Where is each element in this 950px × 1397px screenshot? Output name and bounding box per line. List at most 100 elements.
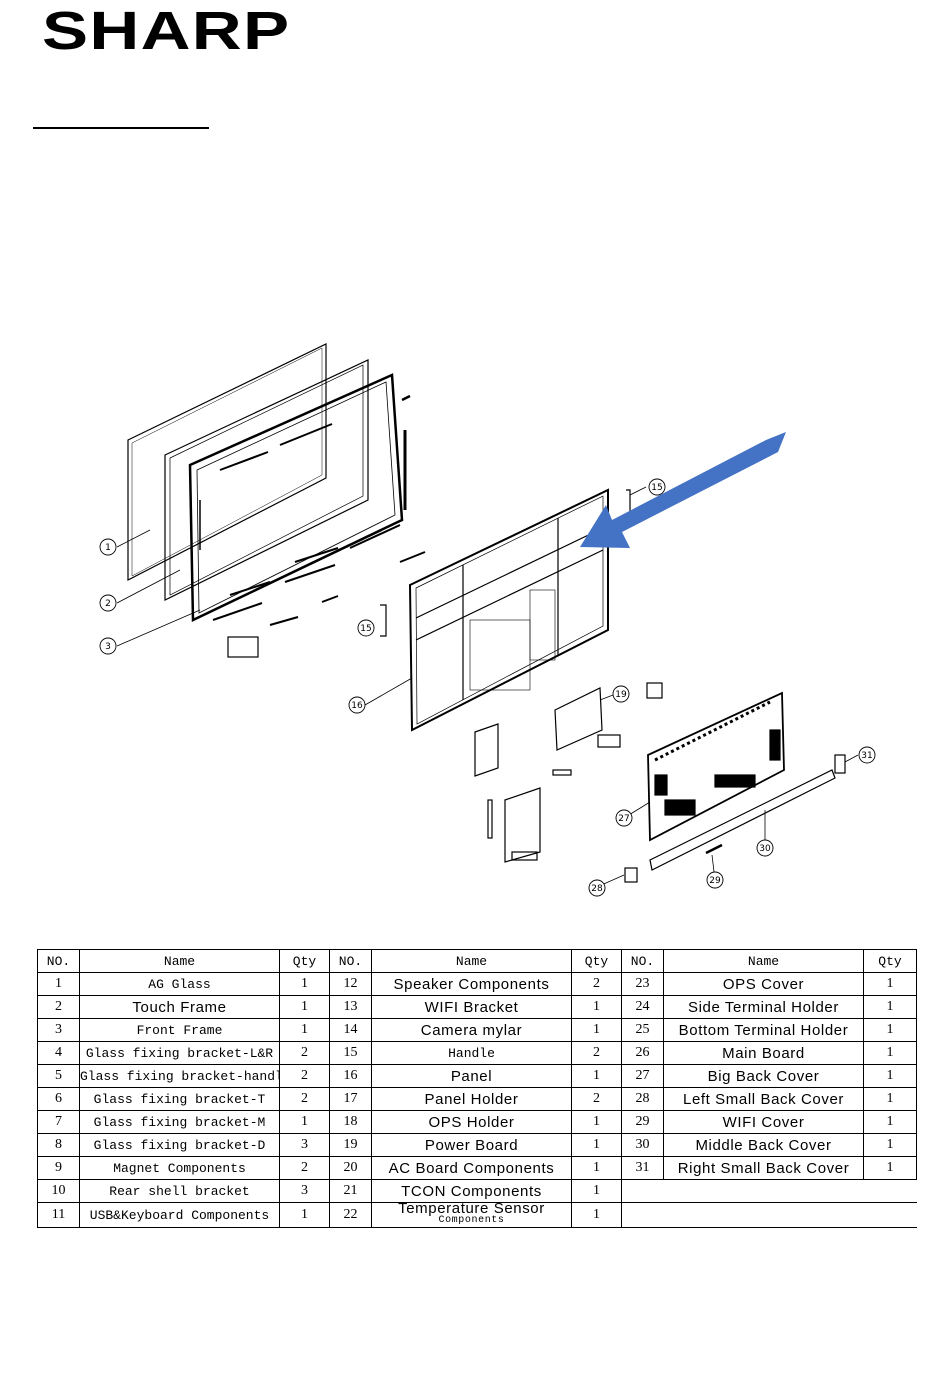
part-number: 2	[37, 995, 80, 1019]
part-name: Left Small Back Cover	[663, 1087, 864, 1111]
part-number: 10	[37, 1179, 80, 1203]
part-number: 13	[329, 995, 372, 1019]
callout-30	[756, 839, 774, 857]
svg-text:16: 16	[351, 701, 363, 711]
part-number: 26	[621, 1041, 664, 1065]
part-name: Bottom Terminal Holder	[663, 1018, 864, 1042]
part-name: Speaker Components	[371, 972, 572, 996]
part-name: Rear shell bracket	[79, 1179, 280, 1203]
part-name: AC Board Components	[371, 1156, 572, 1180]
part-name: Touch Frame	[79, 995, 280, 1019]
callout-1	[99, 538, 117, 556]
part-number: 28	[621, 1087, 664, 1111]
big-back-cover-outline	[647, 691, 785, 842]
part-number: 14	[329, 1018, 372, 1042]
part-number: 24	[621, 995, 664, 1019]
part-qty: 1	[863, 1041, 917, 1065]
part-qty: 1	[863, 972, 917, 996]
part-number: 23	[621, 972, 664, 996]
header-no: NO.	[37, 949, 80, 973]
part-qty: 1	[279, 972, 330, 996]
part-qty: 1	[571, 995, 622, 1019]
part-name-line1: Temperature Sensor	[398, 1202, 545, 1217]
part-number: 29	[621, 1110, 664, 1134]
part-qty: 1	[863, 1156, 917, 1180]
callout-3	[99, 637, 117, 655]
exploded-view-diagram: 1 2 3 15 15 16 19 27 31 30 28 29	[0, 300, 950, 920]
part-name: OPS Cover	[663, 972, 864, 996]
header-qty: Qty	[571, 949, 622, 973]
svg-text:15: 15	[651, 483, 662, 493]
header-qty: Qty	[863, 949, 917, 973]
part-number: 27	[621, 1064, 664, 1088]
part-number: 17	[329, 1087, 372, 1111]
part-name: Power Board	[371, 1133, 572, 1157]
part-qty: 2	[571, 972, 622, 996]
part-number: 20	[329, 1156, 372, 1180]
part-number: 1	[37, 972, 80, 996]
part-number: 21	[329, 1179, 372, 1203]
part-name: Glass fixing bracket-M	[79, 1110, 280, 1134]
svg-text:31: 31	[861, 751, 872, 761]
part-name: Main Board	[663, 1041, 864, 1065]
svg-text:3: 3	[105, 642, 111, 652]
panel-outline	[408, 488, 609, 732]
empty-cell	[621, 1202, 917, 1228]
part-qty: 1	[571, 1156, 622, 1180]
part-name: Side Terminal Holder	[663, 995, 864, 1019]
svg-text:1: 1	[105, 543, 111, 553]
part-number: 12	[329, 972, 372, 996]
part-name: Camera mylar	[371, 1018, 572, 1042]
part-name: TCON Components	[371, 1179, 572, 1203]
part-name: Front Frame	[79, 1018, 280, 1042]
part-name: Glass fixing bracket-D	[79, 1133, 280, 1157]
callout-27	[615, 809, 633, 827]
part-number: 19	[329, 1133, 372, 1157]
callout-2	[99, 594, 117, 612]
callout-16	[348, 696, 366, 714]
svg-text:27: 27	[618, 814, 629, 824]
part-qty: 1	[279, 1110, 330, 1134]
callout-15a	[648, 478, 666, 496]
callout-19	[612, 685, 630, 703]
part-qty: 1	[863, 1087, 917, 1111]
part-qty: 1	[863, 1064, 917, 1088]
touch-frame-outline	[164, 359, 369, 601]
part-qty: 2	[279, 1087, 330, 1111]
header-name: Name	[79, 949, 280, 973]
part-qty: 3	[279, 1133, 330, 1157]
part-number: 5	[37, 1064, 80, 1088]
part-number: 6	[37, 1087, 80, 1111]
part-name: Big Back Cover	[663, 1064, 864, 1088]
part-qty: 1	[571, 1110, 622, 1134]
part-name: WIFI Bracket	[371, 995, 572, 1019]
callout-29	[706, 871, 724, 889]
part-qty: 2	[571, 1087, 622, 1111]
empty-cell	[621, 1179, 917, 1203]
part-qty: 1	[571, 1064, 622, 1088]
part-qty: 1	[863, 995, 917, 1019]
part-name: Middle Back Cover	[663, 1133, 864, 1157]
svg-text:30: 30	[759, 844, 771, 854]
part-number: 16	[329, 1064, 372, 1088]
header-no: NO.	[621, 949, 664, 973]
title-rule	[33, 127, 209, 129]
part-number: 8	[37, 1133, 80, 1157]
svg-text:2: 2	[105, 599, 111, 609]
part-qty: 1	[279, 995, 330, 1019]
svg-text:15: 15	[360, 624, 371, 634]
part-qty: 1	[863, 1110, 917, 1134]
part-number: 15	[329, 1041, 372, 1065]
part-name-line2: Components	[438, 1215, 505, 1226]
part-name: Panel Holder	[371, 1087, 572, 1111]
part-number: 7	[37, 1110, 80, 1134]
